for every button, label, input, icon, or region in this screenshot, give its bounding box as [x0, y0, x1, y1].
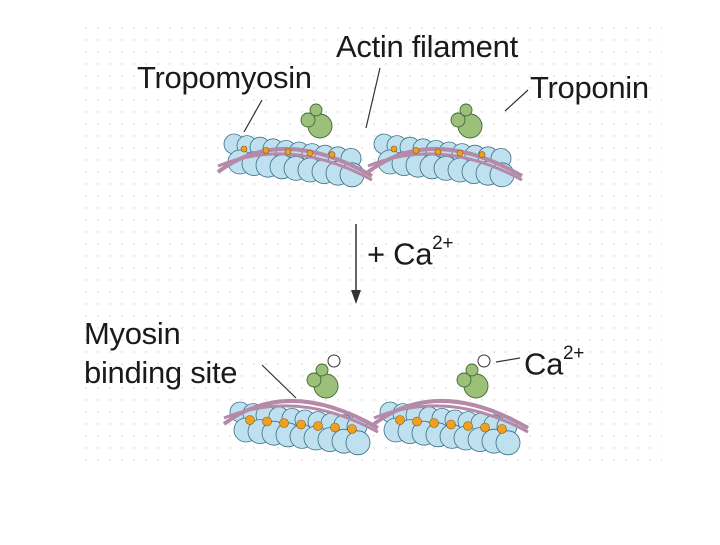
myosin-binding-site — [240, 145, 248, 153]
myosin-binding-site — [412, 147, 420, 154]
myosin-binding-site — [497, 424, 507, 434]
actin-filament-resting — [216, 103, 523, 188]
calcium-step-arrow-head — [351, 290, 361, 304]
myosin-binding-site — [296, 419, 306, 430]
myosin-binding-site — [347, 424, 357, 434]
troponin-complex — [450, 112, 466, 128]
troponin-complex — [456, 372, 472, 388]
dotted-grid-background — [85, 27, 662, 465]
myosin-binding-site — [463, 421, 473, 431]
myosin-binding-site — [412, 416, 422, 427]
myosin-binding-site — [245, 415, 255, 425]
myosin-binding-site-label-line1: Myosin — [84, 316, 181, 351]
myosin-binding-site-label: Myosin binding site — [84, 314, 238, 392]
tropomyosin-leader-line — [243, 99, 263, 133]
calcium-ion-charge: 2+ — [563, 343, 585, 364]
tropomyosin-strand — [373, 404, 529, 434]
myosin-binding-site-leader-line — [261, 364, 297, 399]
myosin-binding-site — [328, 151, 336, 158]
myosin-binding-site — [456, 149, 464, 157]
troponin-complex — [306, 372, 322, 388]
calcium-ion-text: Ca — [524, 346, 564, 382]
myosin-binding-site — [262, 416, 272, 427]
troponin-complex — [309, 103, 323, 117]
myosin-binding-site — [262, 147, 270, 154]
tropomyosin-strand — [217, 152, 373, 182]
calcium-step-label: + Ca2+ — [367, 234, 454, 272]
actin-filament-activated — [222, 354, 529, 456]
myosin-binding-site-label-line2: binding site — [84, 355, 238, 390]
myosin-binding-site — [480, 422, 490, 433]
tropomyosin-label: Tropomyosin — [137, 60, 312, 95]
myosin-binding-site — [306, 149, 314, 157]
calcium-ion — [477, 354, 491, 368]
myosin-binding-site — [284, 148, 292, 156]
myosin-binding-site — [279, 418, 289, 428]
myosin-binding-site — [429, 418, 439, 428]
troponin-complex — [315, 363, 329, 377]
myosin-binding-site — [395, 415, 405, 425]
tropomyosin-strand — [222, 399, 379, 430]
troponin-complex — [459, 103, 473, 117]
calcium-ion-label: Ca2+ — [524, 344, 584, 382]
calcium-step-charge: 2+ — [432, 233, 454, 254]
actin-monomer — [345, 430, 371, 456]
tropomyosin-strand — [223, 404, 379, 434]
troponin-leader-line — [504, 89, 529, 112]
actin-filament-label: Actin filament — [336, 29, 518, 64]
actin-monomer — [495, 430, 521, 456]
myosin-binding-site — [313, 421, 323, 431]
myosin-binding-site — [330, 422, 340, 433]
tropomyosin-strand — [372, 399, 529, 430]
myosin-binding-site — [478, 151, 486, 158]
actin-filament-leader-line — [365, 67, 381, 129]
troponin-complex — [300, 112, 316, 128]
tropomyosin-strand — [367, 152, 523, 182]
myosin-binding-site — [434, 148, 442, 156]
troponin-label: Troponin — [530, 70, 649, 105]
myosin-binding-site — [446, 419, 456, 430]
myosin-binding-site — [390, 145, 398, 153]
calcium-step-text: + Ca — [367, 236, 433, 272]
troponin-complex — [465, 363, 479, 377]
calcium-leader-line — [495, 357, 521, 363]
calcium-ion — [327, 354, 341, 368]
